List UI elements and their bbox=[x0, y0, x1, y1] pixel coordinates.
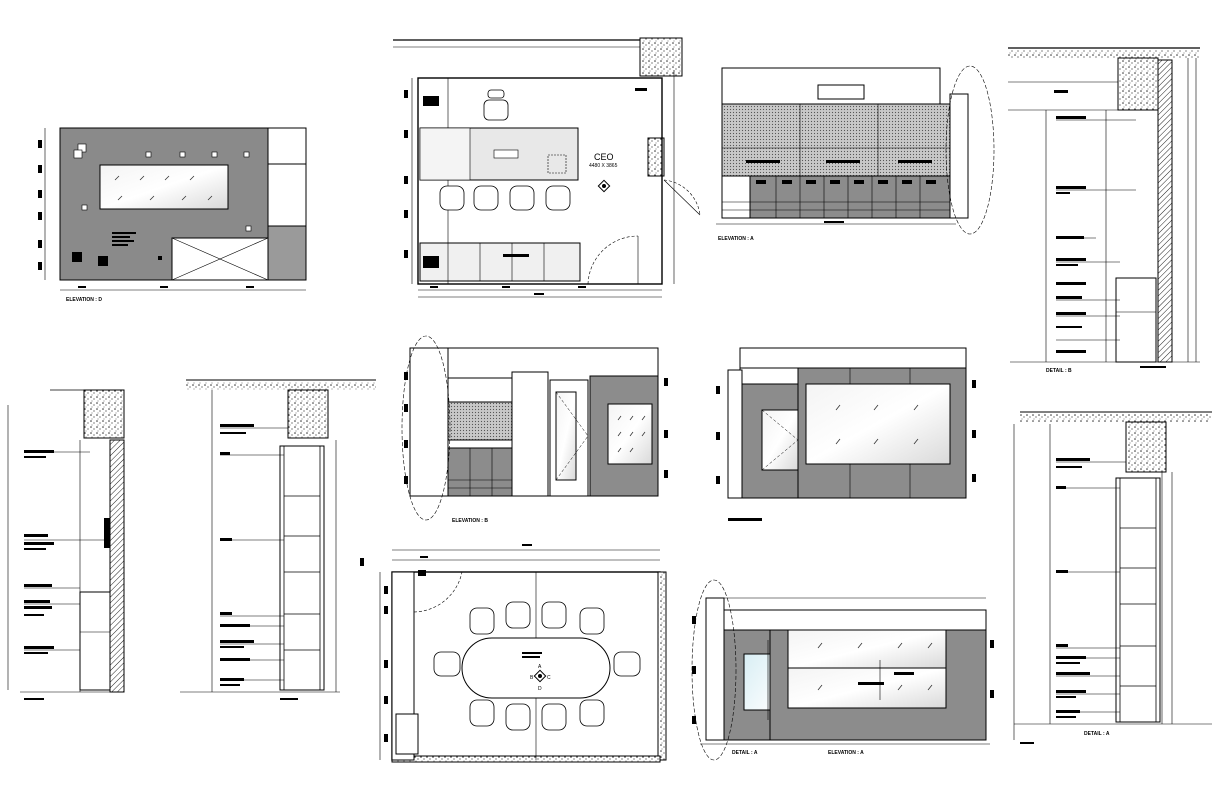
section-mark-b: B bbox=[530, 675, 534, 681]
ceo-room-size: 4480 X 3865 bbox=[589, 163, 618, 169]
elevation-a-bottom-label: ELEVATION : A bbox=[828, 750, 864, 756]
detail-a-right: DETAIL : A bbox=[1013, 411, 1212, 744]
detail-a-label-1: DETAIL : A bbox=[732, 750, 758, 756]
elevation-b: ELEVATION : B bbox=[401, 335, 668, 524]
detail-a-left-section bbox=[7, 389, 125, 700]
elevation-d: ELEVATION : D bbox=[38, 127, 307, 303]
section-mark-a: A bbox=[538, 664, 542, 670]
section-mark-d: D bbox=[538, 686, 542, 692]
elevation-b-label: ELEVATION : B bbox=[452, 518, 488, 524]
elevation-center-right bbox=[716, 347, 976, 521]
shelf-section-left bbox=[180, 379, 376, 700]
detail-a-label-2: DETAIL : A bbox=[1084, 731, 1110, 737]
detail-b-label: DETAIL : B bbox=[1046, 368, 1072, 374]
elevation-a-top: ELEVATION : A bbox=[716, 65, 995, 242]
ceo-room-plan: CEO 4480 X 3865 bbox=[393, 37, 701, 298]
elevation-d-label: ELEVATION : D bbox=[66, 297, 102, 303]
ceo-section-marker bbox=[597, 179, 611, 193]
ceo-room-title: CEO bbox=[594, 152, 614, 162]
conference-room-plan: A B C D bbox=[379, 544, 667, 763]
section-mark-c: C bbox=[547, 675, 551, 681]
elevation-a-bottom: DETAIL : A ELEVATION : A bbox=[691, 579, 994, 761]
detail-b: DETAIL : B bbox=[1008, 47, 1200, 374]
elevation-a-top-label: ELEVATION : A bbox=[718, 236, 754, 242]
